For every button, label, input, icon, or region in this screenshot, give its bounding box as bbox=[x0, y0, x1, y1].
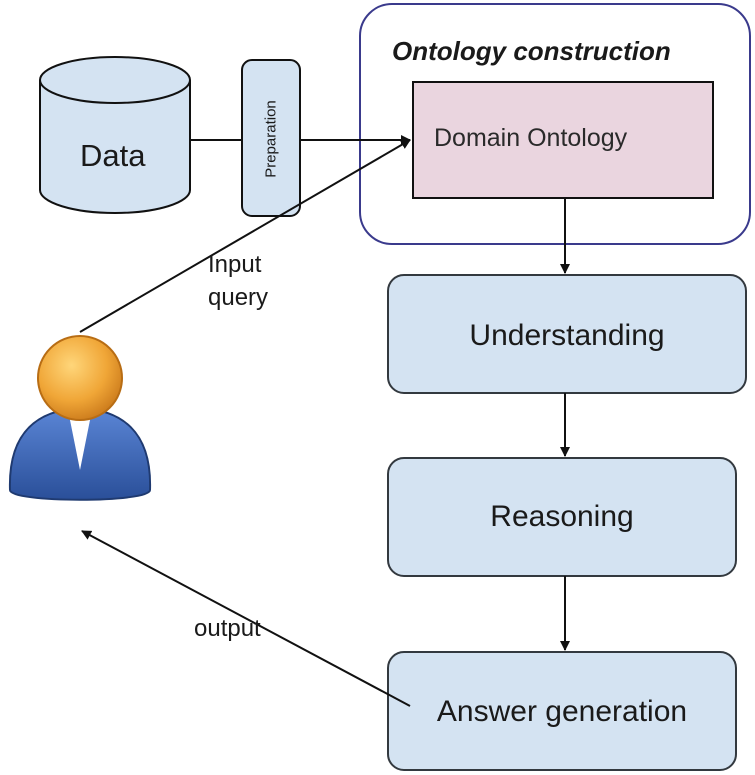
ontology-construction-title: Ontology construction bbox=[392, 36, 671, 66]
preparation-box bbox=[241, 59, 301, 217]
preparation-label: Preparation bbox=[262, 100, 280, 178]
domain-ontology-label: Domain Ontology bbox=[434, 124, 628, 152]
data-cylinder bbox=[39, 56, 191, 214]
reasoning-label: Reasoning bbox=[490, 500, 634, 533]
domain-ontology-box bbox=[412, 81, 714, 199]
understanding-box bbox=[387, 274, 747, 394]
input-query-arrow bbox=[79, 139, 411, 333]
data-label: Data bbox=[80, 138, 146, 173]
answer-generation-box bbox=[387, 651, 737, 771]
understanding-label: Understanding bbox=[469, 319, 665, 352]
answer-generation-label: Answer generation bbox=[436, 695, 688, 728]
input-query-label-line2: query bbox=[208, 284, 269, 311]
output-label: output bbox=[194, 615, 261, 642]
reasoning-box bbox=[387, 457, 737, 577]
user-icon bbox=[8, 335, 152, 501]
input-query-label-line1: Input bbox=[208, 251, 262, 278]
output-arrow bbox=[81, 530, 411, 707]
